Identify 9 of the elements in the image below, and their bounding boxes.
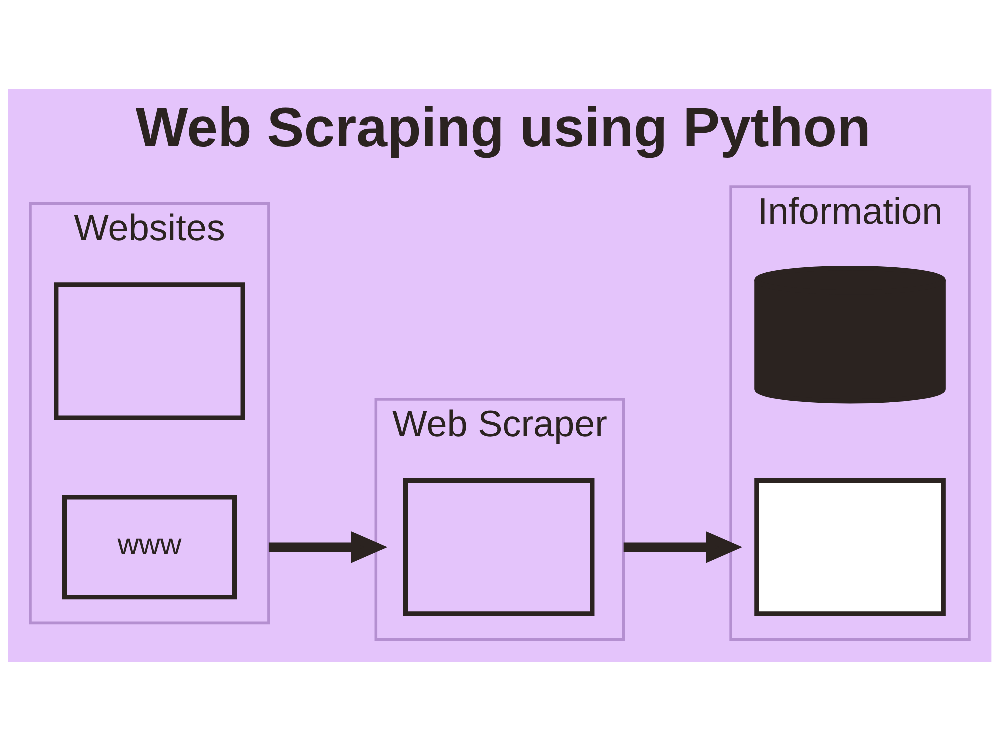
node-box — [754, 478, 946, 616]
arrow — [268, 530, 388, 563]
diagram-title: Web Scraping using Python — [136, 96, 871, 158]
node-box — [54, 282, 246, 420]
cluster: Information — [730, 185, 971, 641]
arrow — [624, 530, 743, 563]
node-box — [403, 478, 595, 616]
cluster: Web Scraper — [374, 398, 626, 641]
node-box: www — [62, 494, 238, 600]
